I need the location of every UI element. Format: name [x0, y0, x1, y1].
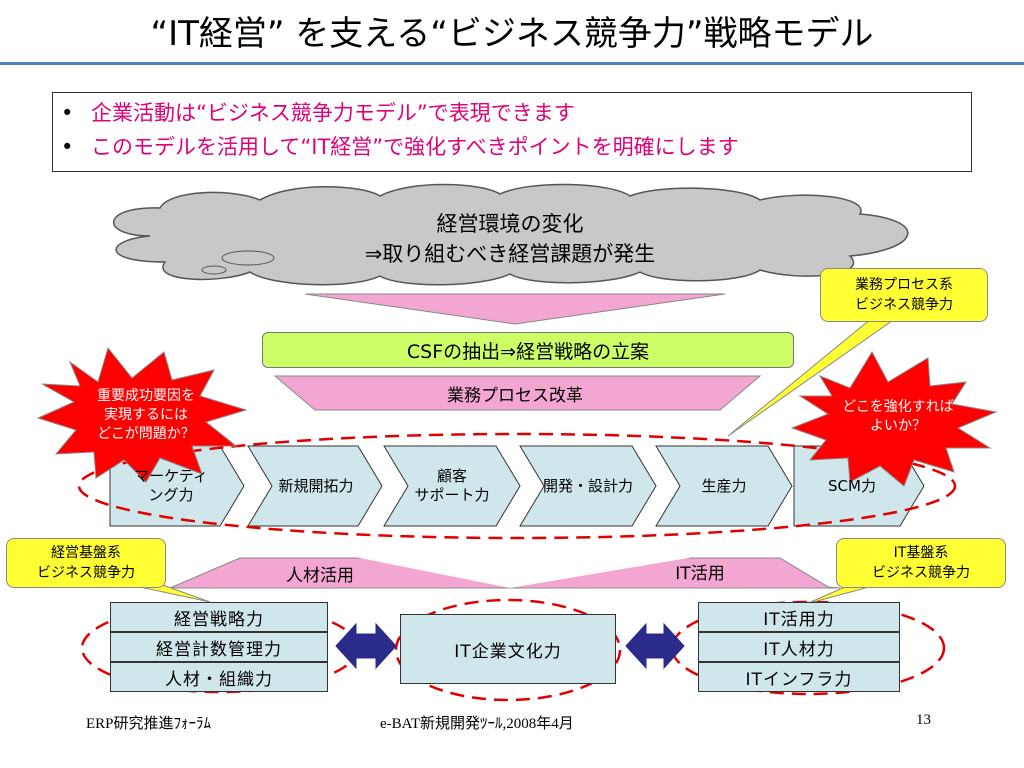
- bullet-box: • 企業活動は“ビジネス競争力モデル”で表現できます • このモデルを活用して“IT…: [52, 92, 972, 172]
- chevron-1-line-1: マーケティ: [134, 467, 208, 485]
- burst-right-text: どこを強化すれば よいか？: [818, 394, 978, 440]
- callout-management-line-1: 経営基盤系: [51, 545, 121, 561]
- chevron-shape-4: [519, 445, 657, 527]
- right-stack-item-3: ITインフラ力: [698, 662, 900, 692]
- chevron-6-line-1: SCM力: [828, 476, 876, 495]
- down-arrow-shape: [304, 293, 726, 325]
- title-underline: [0, 62, 1024, 65]
- left-stack-item-3: 人材・組織力: [110, 662, 328, 692]
- chevron-3-line-1: 顧客: [436, 467, 467, 485]
- it-utilization-label: IT活用: [675, 563, 725, 584]
- chevron-shape-3: [383, 445, 521, 527]
- utilization-band-notch: [350, 556, 700, 588]
- callout-business-line-2: ビジネス競争力: [855, 297, 953, 313]
- callout-business-line-1: 業務プロセス系: [855, 277, 953, 293]
- chevron-5-line-1: 生産力: [701, 476, 747, 495]
- it-corporate-culture-box: IT企業文化力: [400, 614, 616, 684]
- chevron-dashed-ellipse: [77, 432, 957, 540]
- center-dashed-ellipse: [394, 598, 622, 702]
- bullet-symbol: •: [61, 135, 74, 159]
- burst-left-text: 重要成功要因を 実現するには どこが問題か？: [66, 382, 226, 448]
- chevron-customer-support: 顧客 サポート力: [392, 452, 512, 520]
- callout-management-line-2: ビジネス競争力: [37, 565, 135, 581]
- burst-right-shape: [790, 350, 998, 487]
- chevron-scm: SCM力: [796, 452, 908, 520]
- callout-business-process: 業務プロセス系 ビジネス競争力: [820, 268, 988, 322]
- left-double-arrow-shape: [335, 622, 397, 670]
- footer-center: e-BAT新規開発ﾂｰﾙ,2008年4月: [380, 716, 574, 732]
- right-double-arrow-shape: [625, 622, 685, 670]
- chevron-production: 生産力: [662, 452, 786, 520]
- chevron-shape-2: [247, 445, 383, 527]
- bullet-item-2: • このモデルを活用して“IT経営”で強化すべきポイントを明確にします: [61, 131, 739, 161]
- burst-left-line-1: 重要成功要因を: [97, 387, 195, 404]
- bullet-text-2: このモデルを活用して“IT経営”で強化すべきポイントを明確にします: [91, 135, 739, 159]
- chevron-1-line-2: ング力: [148, 486, 194, 504]
- hr-utilization-label: 人材活用: [286, 565, 354, 586]
- cloud-shape: [113, 183, 909, 286]
- bullet-item-1: • 企業活動は“ビジネス競争力モデル”で表現できます: [61, 97, 575, 127]
- chevron-marketing: マーケティ ング力: [112, 452, 230, 520]
- chevron-new-business: 新規開拓力: [254, 452, 378, 520]
- burst-right-line-2: よいか？: [870, 418, 926, 434]
- callout-it-line-2: ビジネス競争力: [872, 565, 970, 581]
- chevron-shape-5: [655, 445, 793, 527]
- callout-it-line-1: IT基盤系: [893, 545, 949, 561]
- chevron-3-line-2: サポート力: [414, 486, 490, 504]
- right-stack-item-1: IT活用力: [698, 602, 900, 632]
- left-stack-item-2: 経営計数管理力: [110, 632, 328, 662]
- right-stack-item-2: IT人材力: [698, 632, 900, 662]
- cloud-line-1: 経営環境の変化: [436, 212, 584, 236]
- slide-title: “IT経営” を支える“ビジネス競争力”戦略モデル: [150, 14, 874, 54]
- callout-management-base: 経営基盤系 ビジネス競争力: [6, 538, 166, 588]
- burst-right-line-1: どこを強化すれば: [842, 399, 954, 415]
- burst-left-line-2: 実現するには: [104, 406, 188, 423]
- chevron-development: 開発・設計力: [524, 452, 652, 520]
- callout-it-base: IT基盤系 ビジネス競争力: [836, 538, 1006, 588]
- page-number: 13: [916, 712, 931, 728]
- footer-left: ERP研究推進ﾌｫｰﾗﾑ: [86, 716, 212, 732]
- burst-left-line-3: どこが問題か？: [97, 425, 195, 442]
- cloud-text: 経営環境の変化 ⇒取り組むべき経営課題が発生: [260, 204, 760, 274]
- process-band-shape: [273, 375, 762, 411]
- right-dashed-ellipse: [670, 600, 946, 696]
- chevron-2-line-1: 新規開拓力: [278, 476, 354, 495]
- left-stack-item-1: 経営戦略力: [110, 602, 328, 632]
- csf-box: CSFの抽出⇒経営戦略の立案: [262, 332, 794, 368]
- bullet-text-1: 企業活動は“ビジネス競争力モデル”で表現できます: [91, 101, 575, 125]
- burst-left-shape: [36, 346, 248, 483]
- process-reform-label: 業務プロセス改革: [447, 385, 583, 406]
- bullet-symbol: •: [61, 101, 74, 125]
- cloud-line-2: ⇒取り組むべき経営課題が発生: [364, 242, 656, 266]
- chevron-4-line-1: 開発・設計力: [542, 476, 633, 495]
